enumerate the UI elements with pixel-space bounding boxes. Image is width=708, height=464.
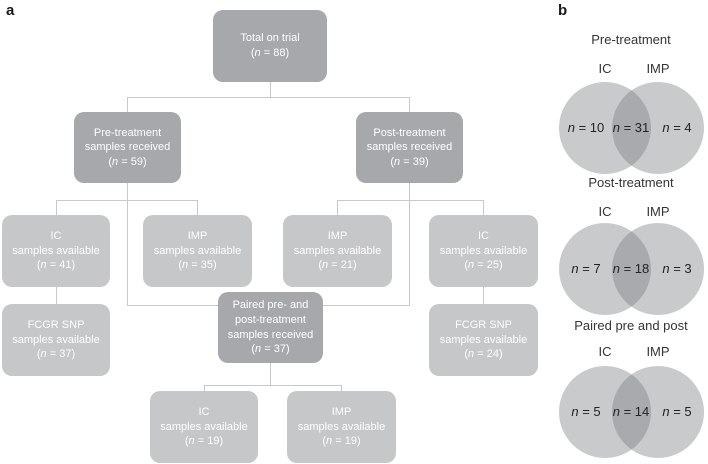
venn-paired: Paired pre and post IC IMP n = 5 n = 14 … [551,318,708,460]
flow-node-fcgr-pre-label: FCGR SNP samples available [12,319,100,346]
flow-node-pre-treatment-n: (n = 59) [108,155,147,168]
connector-line [337,200,484,201]
flow-node-fcgr-pre: FCGR SNP samples available (n = 37) [2,304,110,376]
flow-node-post-ic-label: IC samples available [439,230,528,257]
venn-pre-treatment-imp-label: IMP [646,61,670,76]
connector-line [270,363,271,385]
flow-node-pre-imp-label: IMP samples available [153,230,242,257]
flow-node-pre-ic-n: (n = 41) [36,259,76,272]
flow-node-paired-ic-n: (n = 19) [184,435,224,448]
venn-pre-treatment-left-n: n = 10 [567,120,605,135]
venn-post-treatment-overlap-n: n = 18 [612,261,650,276]
flow-node-fcgr-pre-n: (n = 37) [36,348,76,361]
venn-pre-treatment-title: Pre-treatment [591,32,671,47]
connector-line [197,200,198,215]
panel-b-label: b [558,2,568,19]
venn-pre-treatment: Pre-treatment IC IMP n = 10 n = 31 n = 4 [551,32,708,174]
flow-node-post-imp: IMP samples available (n = 21) [283,215,392,287]
flow-node-paired-imp: IMP samples available (n = 19) [287,391,396,463]
flow-node-post-treatment-n: (n = 39) [390,155,429,168]
flow-node-fcgr-post: FCGR SNP samples available (n = 24) [429,304,538,376]
flow-node-total-label: Total on trial [240,32,300,45]
venn-pre-treatment-right-n: n = 4 [662,120,692,135]
flow-node-paired-ic-label: IC samples available [160,406,248,433]
flow-node-paired-imp-n: (n = 19) [322,435,361,448]
panel-a-label: a [6,2,15,19]
venn-pre-treatment-overlap-n: n = 31 [612,120,650,135]
flow-node-pre-ic-label: IC samples available [12,230,100,257]
connector-line [127,97,128,112]
flow-node-paired: Paired pre- and post-treatment samples r… [218,292,323,363]
flow-node-pre-imp-n: (n = 35) [178,259,217,272]
connector-line [341,385,342,391]
venn-pre-treatment-ic-label: IC [598,61,612,76]
flow-node-paired-label: Paired pre- and post-treatment samples r… [227,299,314,341]
venn-paired-left-n: n = 5 [571,404,601,419]
venn-paired-ic-label: IC [598,344,612,359]
flow-node-pre-imp: IMP samples available (n = 35) [143,215,252,287]
flow-node-post-treatment-label: Post-treatment samples received [366,126,453,154]
connector-line [409,183,410,305]
flow-node-pre-treatment-label: Pre-treatment samples received [84,126,171,154]
flow-node-total-n: (n = 88) [250,47,290,59]
venn-paired-right-n: n = 5 [662,404,692,419]
flow-node-post-treatment: Post-treatment samples received (n = 39) [356,112,463,183]
connector-line [56,287,57,304]
connector-line [323,305,410,306]
connector-line [270,82,271,97]
flow-node-paired-imp-label: IMP samples available [297,406,386,433]
flow-node-total: Total on trial (n = 88) [213,10,327,82]
flow-node-paired-n: (n = 37) [251,343,290,356]
connector-line [204,385,342,386]
connector-line [204,385,205,391]
connector-line [483,200,484,215]
flow-node-fcgr-post-n: (n = 24) [464,348,503,361]
connector-line [127,305,218,306]
venn-post-treatment-imp-label: IMP [646,204,670,219]
connector-line [127,97,410,98]
flow-node-pre-treatment: Pre-treatment samples received (n = 59) [74,112,181,183]
venn-post-treatment-title: Post-treatment [588,175,674,190]
venn-paired-overlap-n: n = 14 [612,404,650,419]
flow-node-fcgr-post-label: FCGR SNP samples available [439,319,528,346]
flow-node-post-imp-n: (n = 21) [318,259,357,272]
connector-line [56,200,57,215]
venn-post-treatment: Post-treatment IC IMP n = 7 n = 18 n = 3 [551,175,708,317]
flow-node-post-imp-label: IMP samples available [293,230,382,257]
venn-paired-imp-label: IMP [646,344,670,359]
flow-node-pre-ic: IC samples available (n = 41) [2,215,110,287]
connector-line [56,200,198,201]
connector-line [483,287,484,304]
flow-node-post-ic: IC samples available (n = 25) [429,215,538,287]
venn-paired-title: Paired pre and post [574,318,688,333]
venn-post-treatment-ic-label: IC [598,204,612,219]
venn-post-treatment-right-n: n = 3 [662,261,692,276]
connector-line [409,97,410,112]
flow-node-post-ic-n: (n = 25) [464,259,503,272]
connector-line [127,183,128,305]
flow-node-paired-ic: IC samples available (n = 19) [150,391,258,463]
venn-post-treatment-left-n: n = 7 [571,261,601,276]
connector-line [337,200,338,215]
